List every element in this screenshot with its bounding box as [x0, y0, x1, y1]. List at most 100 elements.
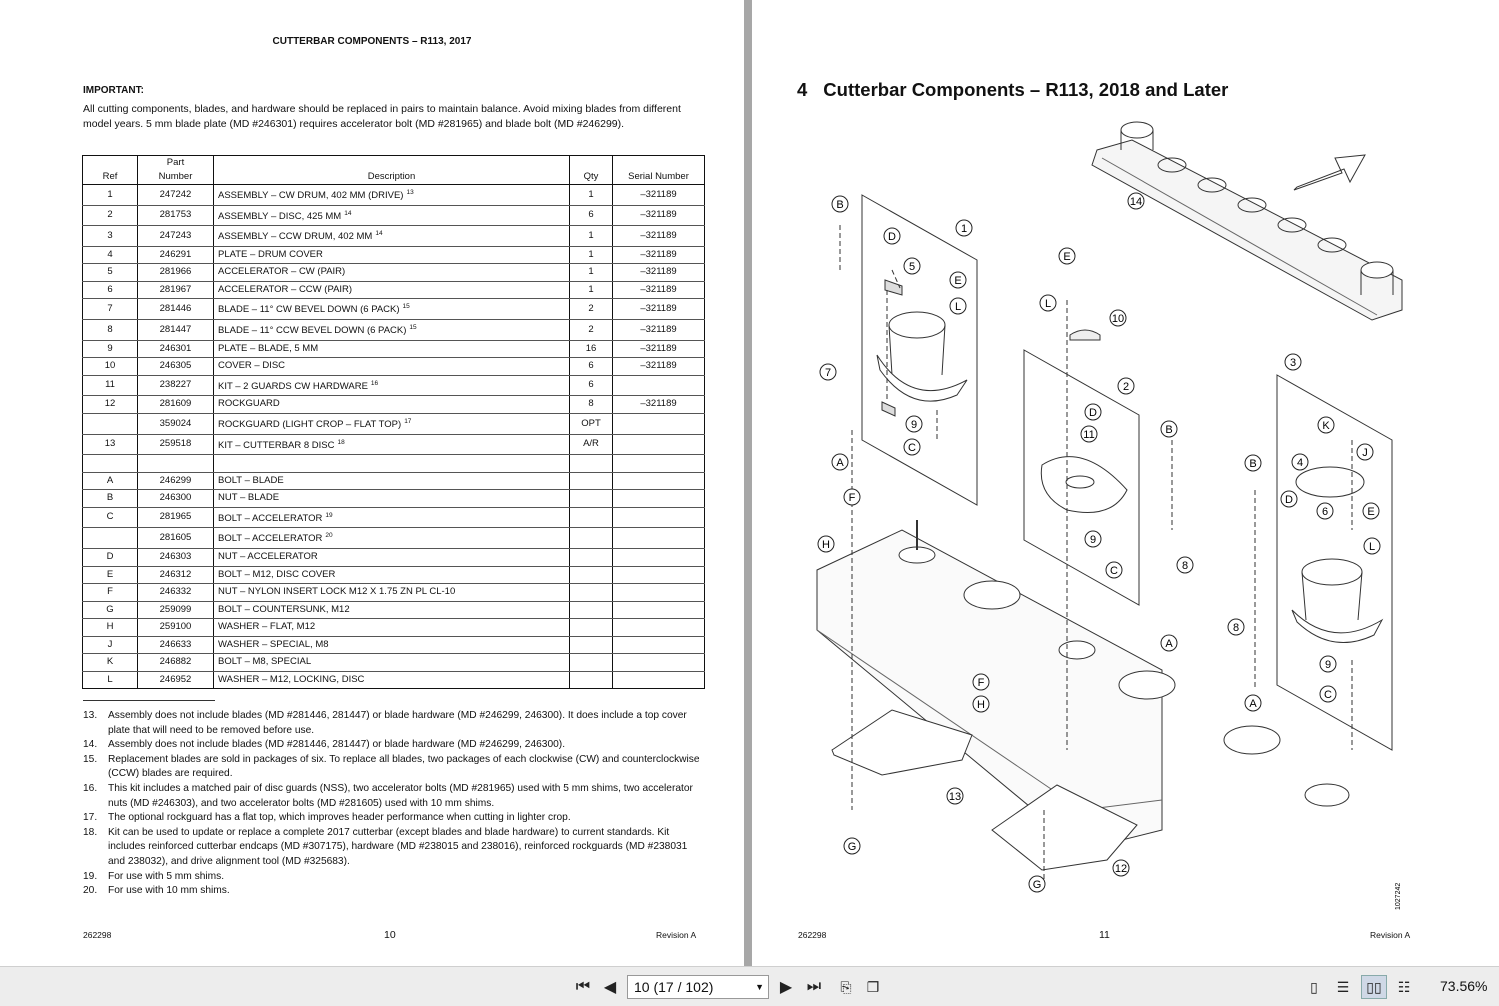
- drum-ccw-drawing: [1291, 466, 1384, 644]
- cell-part-number: 246633: [137, 636, 214, 655]
- cell-qty: 6: [569, 375, 613, 397]
- callout-label: 8: [1182, 560, 1188, 572]
- callout-label: J: [1362, 447, 1368, 459]
- cell-serial: [612, 375, 705, 397]
- cell-part-number: 246300: [137, 489, 214, 508]
- cell-qty: 8: [569, 395, 613, 414]
- callout-label: C: [1324, 689, 1332, 701]
- first-page-icon[interactable]: ⏮: [575, 978, 591, 995]
- two-page-continuous-icon[interactable]: ☷: [1397, 978, 1411, 995]
- callout-circle: [949, 297, 967, 315]
- continuous-view-icon[interactable]: ☰: [1336, 978, 1350, 995]
- callout-circle: [1319, 655, 1337, 673]
- cell-description: ROCKGUARD: [213, 395, 570, 414]
- callout-label: D: [888, 231, 896, 243]
- cell-ref: 10: [82, 357, 138, 376]
- footer-page-number-right: 11: [1099, 929, 1110, 941]
- callout-circle: [1317, 416, 1335, 434]
- assembly-leader-lines: [839, 225, 1353, 880]
- cutterbar-main: [816, 520, 1350, 851]
- callout-label: 3: [1290, 357, 1296, 369]
- cell-ref: 1: [82, 184, 138, 206]
- zoom-level[interactable]: 73.56%: [1440, 978, 1488, 994]
- callout-circle: [1160, 420, 1178, 438]
- cell-serial: [612, 601, 705, 620]
- two-page-view-icon[interactable]: ▯▯: [1361, 975, 1387, 999]
- cell-description: ROCKGUARD (LIGHT CROP – FLAT TOP)17: [213, 413, 570, 435]
- callout-label: 5: [909, 261, 915, 273]
- callout-circle: [903, 438, 921, 456]
- cell-serial: –321189: [612, 395, 705, 414]
- cell-ref: 12: [82, 395, 138, 414]
- document-viewport[interactable]: CUTTERBAR COMPONENTS – R113, 2017 IMPORT…: [0, 0, 1499, 966]
- cell-part-number: 281609: [137, 395, 214, 414]
- cell-part-number: 281965: [137, 507, 214, 529]
- cell-ref: 4: [82, 246, 138, 265]
- cell-qty: A/R: [569, 434, 613, 456]
- callout-label: E: [1063, 251, 1070, 263]
- callout-circle: [817, 535, 835, 553]
- copy-icon[interactable]: ❐: [866, 978, 880, 995]
- table-row: [82, 454, 705, 473]
- cell-qty: 1: [569, 263, 613, 282]
- header-qty: Qty: [569, 155, 613, 185]
- callout-circle: [1084, 530, 1102, 548]
- cell-serial: [612, 566, 705, 585]
- cell-part-number: 247242: [137, 184, 214, 206]
- cell-part-number: [137, 454, 214, 473]
- rockguard-12: [991, 784, 1138, 871]
- cell-serial: [612, 636, 705, 655]
- previous-page-icon[interactable]: ◀: [603, 979, 617, 996]
- cell-serial: –321189: [612, 263, 705, 282]
- cell-description: NUT – NYLON INSERT LOCK M12 X 1.75 ZN PL…: [213, 583, 570, 602]
- callout-circle: [946, 787, 964, 805]
- cell-serial: –321189: [612, 319, 705, 341]
- cell-qty: [569, 601, 613, 620]
- cell-part-number: 246312: [137, 566, 214, 585]
- cell-ref: E: [82, 566, 138, 585]
- last-page-icon[interactable]: ⏭: [806, 978, 822, 995]
- cell-ref: [82, 454, 138, 473]
- page-number-field[interactable]: 10 (17 / 102)▼: [627, 975, 769, 999]
- chevron-down-icon[interactable]: ▼: [755, 982, 764, 992]
- cell-part-number: 247243: [137, 225, 214, 247]
- callout-circle: [1244, 694, 1262, 712]
- cell-description: BOLT – COUNTERSUNK, M12: [213, 601, 570, 620]
- callout-label: A: [836, 457, 844, 469]
- callout-label: 10: [1112, 313, 1124, 325]
- cell-description: BOLT – BLADE: [213, 472, 570, 491]
- cell-ref: 7: [82, 298, 138, 321]
- callout-label: D: [1089, 407, 1097, 419]
- cell-part-number: 246952: [137, 671, 214, 690]
- cell-qty: 1: [569, 246, 613, 265]
- callout-circle: [1039, 294, 1057, 312]
- single-page-view-icon[interactable]: ▯: [1310, 978, 1318, 995]
- next-page-icon[interactable]: ▶: [779, 979, 793, 996]
- cell-qty: 6: [569, 357, 613, 376]
- cell-description: BLADE – 11° CW BEVEL DOWN (6 PACK)15: [213, 298, 570, 321]
- panel-drum-ccw: [1276, 374, 1393, 751]
- cell-ref: G: [82, 601, 138, 620]
- cell-serial: [612, 454, 705, 473]
- cell-description: ACCELERATOR – CW (PAIR): [213, 263, 570, 282]
- callout-label: K: [1322, 420, 1330, 432]
- cell-ref: 3: [82, 225, 138, 247]
- rotate-icon[interactable]: ⎘: [840, 978, 852, 995]
- callout-label: 9: [1090, 534, 1096, 546]
- cell-part-number: 246332: [137, 583, 214, 602]
- callout-circle: [1280, 490, 1298, 508]
- callout-circle: [1028, 875, 1046, 893]
- callout-circle: [1112, 859, 1130, 877]
- cell-serial: –321189: [612, 225, 705, 247]
- callout-label: C: [1110, 565, 1118, 577]
- cell-ref: 8: [82, 319, 138, 341]
